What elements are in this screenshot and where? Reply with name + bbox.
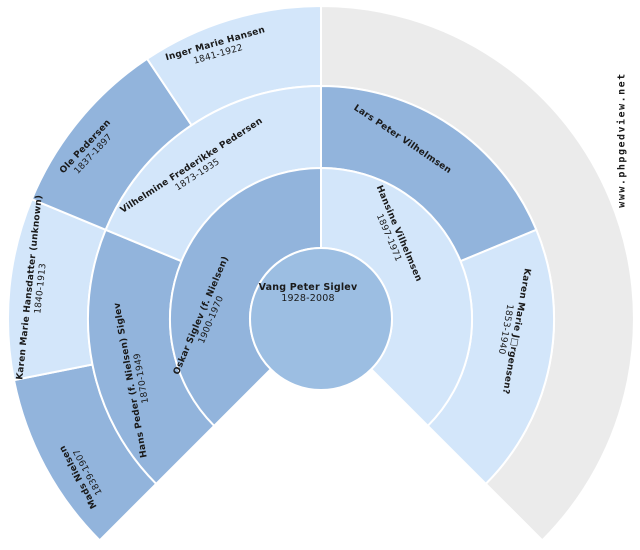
person-label-center: Vang Peter Siglev 1928-2008 (259, 282, 358, 304)
phpgedview-watermark: www.phpgedview.net (616, 72, 628, 208)
person-name: Vang Peter Siglev (258, 282, 358, 293)
person-dates: 1928-2008 (281, 293, 335, 304)
fan-center-circle[interactable] (249, 247, 393, 391)
